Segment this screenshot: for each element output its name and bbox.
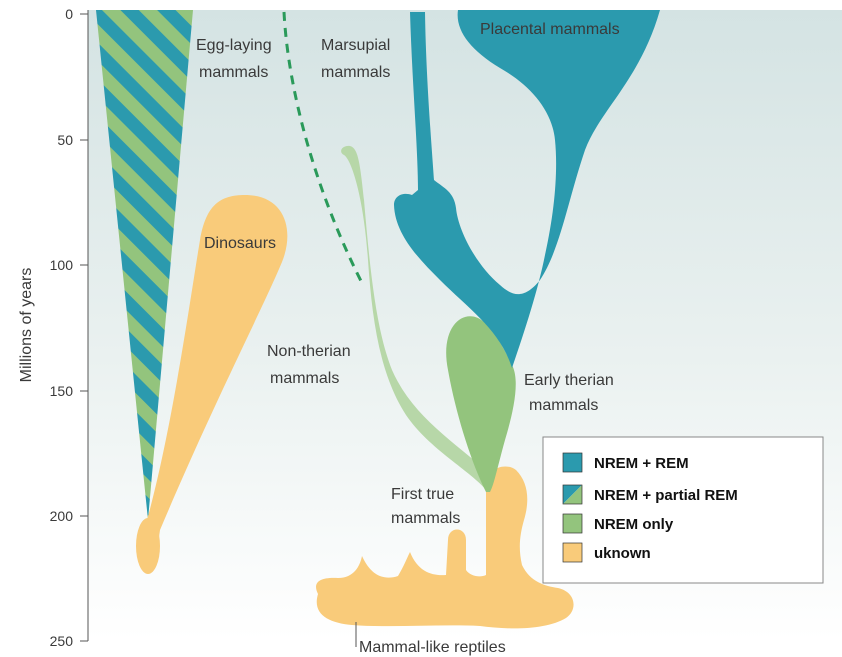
- label-marsupial-1: Marsupial: [321, 37, 390, 54]
- legend-label-partial: NREM + partial REM: [594, 487, 738, 504]
- tick-label-200: 200: [50, 508, 74, 524]
- tick-label-250: 250: [50, 633, 74, 649]
- y-axis-ticks: [80, 14, 88, 641]
- dinosaurs-base-node: [136, 518, 160, 574]
- label-early-therian-1: Early therian: [524, 372, 614, 389]
- label-first-true-2: mammals: [391, 510, 460, 527]
- tick-label-0: 0: [65, 6, 73, 22]
- label-marsupial-2: mammals: [321, 64, 390, 81]
- label-mammal-like-reptiles: Mammal-like reptiles: [359, 639, 506, 656]
- legend-swatch-partial: [563, 485, 582, 504]
- legend: NREM + REM NREM + partial REM NREM only …: [543, 437, 823, 583]
- label-egg-laying-1: Egg-laying: [196, 37, 272, 54]
- label-egg-laying-2: mammals: [199, 64, 268, 81]
- label-early-therian-2: mammals: [529, 397, 598, 414]
- legend-label-nrem-rem: NREM + REM: [594, 455, 689, 472]
- legend-swatch-unknown: [563, 543, 582, 562]
- tick-label-100: 100: [50, 257, 74, 273]
- legend-swatch-nrem-rem: [563, 453, 582, 472]
- label-non-therian-1: Non-therian: [267, 343, 351, 360]
- y-axis-label: Millions of years: [18, 268, 35, 383]
- label-first-true-1: First true: [391, 486, 454, 503]
- legend-label-nrem-only: NREM only: [594, 516, 674, 533]
- legend-label-unknown: uknown: [594, 545, 651, 562]
- tick-label-50: 50: [57, 132, 73, 148]
- label-non-therian-2: mammals: [270, 370, 339, 387]
- legend-swatch-nrem-only: [563, 514, 582, 533]
- label-dinosaurs: Dinosaurs: [204, 235, 276, 252]
- label-placental: Placental mammals: [480, 21, 620, 38]
- tick-label-150: 150: [50, 383, 74, 399]
